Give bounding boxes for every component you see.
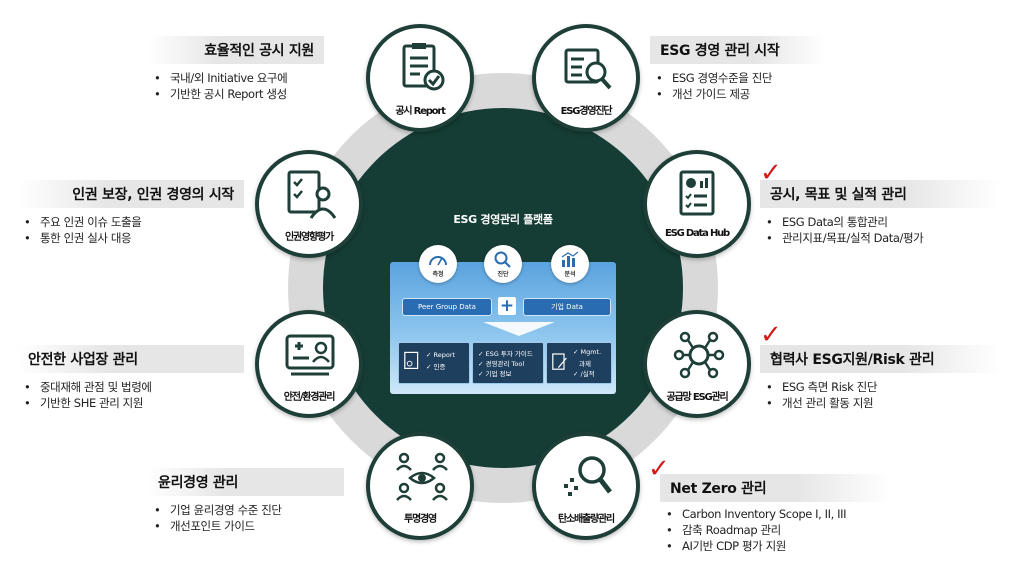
analysis-bubble: 분석	[551, 245, 589, 283]
item-rights-title: 인권 보장, 인권 경영의 시작	[18, 180, 244, 208]
item-partner-title: 협력사 ESG지원/Risk 관리	[760, 345, 1000, 373]
box-right-line-2: 과제	[579, 360, 591, 368]
item-targets: 공시, 목표 및 실적 관리 ESG Data의 통합관리 관리지표/목표/실적…	[760, 180, 1000, 246]
document-magnifier-icon	[564, 48, 612, 90]
node-report-label: 공시 Report	[395, 106, 446, 117]
diagnose-label: 진단	[497, 271, 509, 278]
node-report: 공시 Report	[366, 24, 474, 132]
item-netzero: Net Zero 관리 Carbon Inventory Scope I, II…	[660, 474, 890, 554]
item-ethics-bullet-2: 개선포인트 가이드	[148, 518, 344, 534]
checkmark-icon: ✓	[760, 158, 782, 188]
node-datahub: ESG Data Hub	[643, 150, 751, 258]
item-rights-bullet-2: 통한 인권 실사 대응	[18, 230, 244, 246]
magnifier-icon	[494, 251, 511, 268]
eye-people-icon	[396, 452, 448, 501]
item-netzero-bullet-1: Carbon Inventory Scope I, II, III	[660, 506, 890, 522]
item-safe: 안전한 사업장 관리 중대재해 관점 및 법령에 기반한 SHE 관리 지원	[18, 345, 244, 411]
guide-box: ✓ ESG 투자 가이드 ✓ 경영관리 Tool ✓ 기업 정보	[472, 342, 544, 384]
bar-chart-icon	[561, 251, 579, 267]
company-data-pill: 기업 Data	[523, 298, 611, 316]
item-rights: 인권 보장, 인권 경영의 시작 주요 인권 이슈 도출을 통한 인권 실사 대…	[18, 180, 244, 246]
item-safe-title: 안전한 사업장 관리	[18, 345, 244, 373]
item-disclosure-bullet-1: 국내/외 Initiative 요구에	[148, 70, 324, 86]
peer-group-pill: Peer Group Data	[402, 298, 492, 316]
node-safety: 안전/환경관리	[255, 310, 363, 418]
item-disclosure: 효율적인 공시 지원 국내/외 Initiative 요구에 기반한 공시 Re…	[148, 36, 324, 102]
item-ethics-title: 윤리경영 관리	[148, 468, 344, 496]
mgmt-box: ✓ Mgmt. 과제 ✓ /실적	[546, 342, 612, 384]
box-left-line-1: ✓ Report	[426, 351, 456, 359]
item-partner-bullet-1: ESG 측면 Risk 진단	[760, 379, 1000, 395]
item-esg-start-bullet-2: 개선 가이드 제공	[650, 86, 826, 102]
item-targets-title: 공시, 목표 및 실적 관리	[760, 180, 1000, 208]
item-safe-bullet-2: 기반한 SHE 관리 지원	[18, 395, 244, 411]
id-card-plus-icon	[285, 334, 335, 376]
node-safety-label: 안전/환경관리	[283, 392, 336, 403]
node-supply: 공급망 ESG관리	[643, 310, 751, 418]
item-ethics-bullet-1: 기업 윤리경영 수준 진단	[148, 502, 344, 518]
measure-label: 측정	[432, 271, 444, 278]
box-mid-line-3: ✓ 기업 정보	[478, 370, 512, 378]
node-supply-label: 공급망 ESG관리	[666, 392, 729, 403]
node-human-rights: 인권영향평가	[255, 150, 363, 258]
node-ethics-label: 투명경영	[404, 514, 437, 525]
person-checklist-icon	[287, 170, 337, 219]
magnifier-dots-icon	[564, 456, 612, 496]
item-safe-bullet-1: 중대재해 관점 및 법령에	[18, 379, 244, 395]
node-carbon-label: 탄소배출량관리	[558, 514, 615, 525]
platform-title: ESG 경영관리 플랫폼	[453, 213, 553, 226]
measure-bubble: 측정	[419, 245, 457, 283]
item-disclosure-bullet-2: 기반한 공시 Report 생성	[148, 86, 324, 102]
box-left-line-2: ✓ 인증	[426, 363, 446, 371]
item-netzero-bullet-2: 감축 Roadmap 관리	[660, 522, 890, 538]
item-disclosure-title: 효율적인 공시 지원	[148, 36, 324, 64]
item-esg-start-title: ESG 경영 관리 시작	[650, 36, 826, 64]
plus-icon: +	[498, 296, 516, 316]
item-partner: 협력사 ESG지원/Risk 관리 ESG 측면 Risk 진단 개선 관리 활…	[760, 345, 1000, 411]
box-mid-line-1: ✓ ESG 투자 가이드	[478, 350, 533, 358]
item-partner-bullet-2: 개선 관리 활동 지원	[760, 395, 1000, 411]
node-ethics: 투명경영	[366, 432, 474, 540]
clipboard-pen-icon	[552, 353, 567, 370]
report-box: ✓ Report ✓ 인증	[398, 342, 470, 384]
box-right-line-1: ✓ Mgmt.	[573, 348, 602, 356]
analysis-label: 분석	[564, 271, 576, 278]
checklist-clipboard-icon	[402, 43, 445, 91]
node-carbon: 탄소배출량관리	[532, 432, 640, 540]
item-esg-start-bullet-1: ESG 경영수준을 진단	[650, 70, 826, 86]
node-human-rights-label: 인권영향평가	[285, 232, 334, 243]
item-rights-bullet-1: 주요 인권 이슈 도출을	[18, 214, 244, 230]
diagnose-bubble: 진단	[484, 245, 522, 283]
box-right-line-3: ✓ /실적	[573, 370, 595, 378]
item-esg-start: ESG 경영 관리 시작 ESG 경영수준을 진단 개선 가이드 제공	[650, 36, 826, 102]
item-ethics: 윤리경영 관리 기업 윤리경영 수준 진단 개선포인트 가이드	[148, 468, 344, 534]
data-report-icon	[679, 170, 715, 216]
item-targets-bullet-2: 관리지표/목표/실적 Data/평가	[760, 230, 1000, 246]
network-hub-icon	[673, 331, 725, 379]
item-netzero-bullet-3: AI기반 CDP 평가 지원	[660, 538, 890, 554]
certificate-icon	[404, 351, 419, 370]
checkmark-icon: ✓	[760, 320, 782, 350]
item-netzero-title: Net Zero 관리	[660, 474, 890, 502]
node-diagnosis-label: ESG경영진단	[560, 106, 613, 117]
node-diagnosis: ESG경영진단	[532, 24, 640, 132]
box-mid-line-2: ✓ 경영관리 Tool	[478, 360, 525, 368]
item-targets-bullet-1: ESG Data의 통합관리	[760, 214, 1000, 230]
gauge-icon	[429, 256, 447, 266]
node-datahub-label: ESG Data Hub	[664, 228, 730, 239]
down-arrow-icon	[483, 322, 555, 336]
